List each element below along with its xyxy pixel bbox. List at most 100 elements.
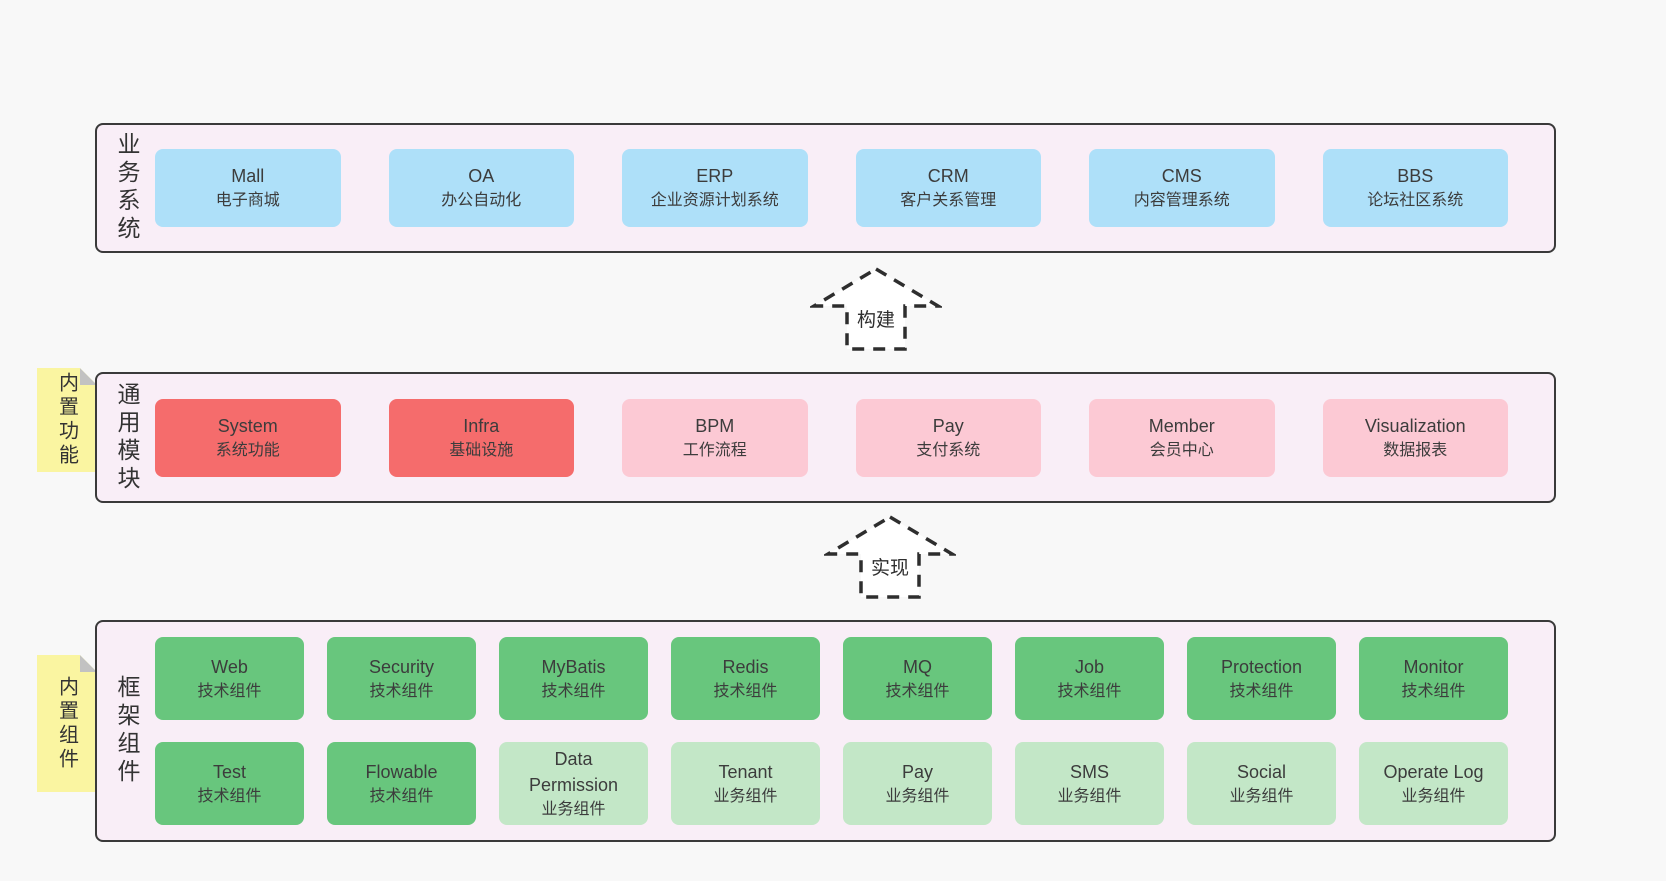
box-desc: 业务组件: [1057, 787, 1122, 805]
framework-boxes: Web 技术组件 Security 技术组件 MyBatis 技术组件 Redi…: [155, 637, 1508, 825]
box-desc: 技术组件: [197, 787, 262, 805]
box-bpm: BPM 工作流程: [622, 398, 808, 477]
box-desc: 基础设施: [449, 441, 514, 459]
box-cms: CMS 内容管理系统: [1089, 149, 1275, 227]
box-name: CRM: [927, 166, 969, 186]
box-name: CMS: [1161, 166, 1202, 186]
box-name: System: [217, 415, 278, 436]
box-name: Mall: [231, 166, 265, 186]
box-desc: 技术组件: [713, 682, 778, 700]
box-social: Social 业务组件: [1187, 742, 1336, 825]
layer-label-business-systems: 业务系统: [114, 132, 140, 244]
layer-business-systems: 业务系统 Mall 电子商城 OA 办公自动化 ERP 企业资源计划系统 CRM…: [95, 123, 1556, 253]
box-desc: 工作流程: [682, 441, 747, 459]
box-system: System 系统功能: [155, 398, 341, 477]
box-name: Pay: [932, 415, 964, 436]
box-web: Web 技术组件: [155, 637, 304, 720]
box-desc: 系统功能: [215, 441, 280, 459]
box-bbs: BBS 论坛社区系统: [1322, 149, 1508, 227]
box-name: MyBatis: [541, 656, 606, 677]
box-name: Tenant: [718, 761, 773, 782]
box-desc: 技术组件: [197, 682, 262, 700]
box-name: ERP: [696, 166, 734, 186]
box-sms: SMS 业务组件: [1015, 742, 1164, 825]
box-name: BPM: [695, 415, 735, 436]
box-desc: 技术组件: [1401, 682, 1466, 700]
box-desc: 技术组件: [369, 787, 434, 805]
box-desc: 支付系统: [916, 441, 981, 459]
box-erp: ERP 企业资源计划系统: [622, 149, 808, 227]
box-desc: 数据报表: [1383, 441, 1448, 459]
layer-label-common-modules: 通用模块: [114, 381, 140, 494]
box-desc: 办公自动化: [441, 192, 522, 209]
box-desc: 业务组件: [713, 787, 778, 805]
layer-label-framework-components: 框架组件: [114, 675, 140, 787]
box-name: Web: [211, 656, 248, 677]
business-boxes: Mall 电子商城 OA 办公自动化 ERP 企业资源计划系统 CRM 客户关系…: [155, 149, 1508, 227]
box-desc: 业务组件: [1229, 787, 1294, 805]
box-name: Security: [368, 656, 435, 677]
box-name: OA: [468, 166, 495, 186]
box-data-permission: Data Permission 业务组件: [499, 742, 648, 825]
box-desc: 技术组件: [1057, 682, 1122, 700]
box-name: Visualization: [1364, 415, 1466, 436]
box-operate-log: Operate Log 业务组件: [1359, 742, 1508, 825]
sticky-note-built-in-features: 内置功能: [37, 368, 97, 472]
box-job: Job 技术组件: [1015, 637, 1164, 720]
box-desc: 技术组件: [885, 682, 950, 700]
box-name: Pay: [901, 761, 934, 782]
box-flowable: Flowable 技术组件: [327, 742, 476, 825]
box-name: Social: [1236, 761, 1287, 782]
module-boxes: System 系统功能 Infra 基础设施 BPM 工作流程 Pay 支付系统…: [155, 398, 1508, 477]
box-desc: 客户关系管理: [900, 192, 997, 209]
box-name: Job: [1074, 656, 1105, 677]
box-name: Operate Log: [1383, 761, 1484, 782]
box-desc: 业务组件: [885, 787, 950, 805]
box-infra: Infra 基础设施: [388, 398, 574, 477]
box-monitor: Monitor 技术组件: [1359, 637, 1508, 720]
sticky-note-built-in-components: 内置组件: [37, 655, 97, 792]
box-desc: 内容管理系统: [1133, 192, 1230, 209]
box-name: MQ: [903, 656, 932, 677]
box-name: Data Permission: [528, 748, 619, 795]
box-desc: 技术组件: [1229, 682, 1294, 700]
box-protection: Protection 技术组件: [1187, 637, 1336, 720]
box-redis: Redis 技术组件: [671, 637, 820, 720]
arrow-label: 构建: [854, 310, 898, 332]
box-name: SMS: [1069, 761, 1109, 782]
box-name: Redis: [722, 656, 769, 677]
box-visualization: Visualization 数据报表: [1322, 398, 1508, 477]
box-desc: 业务组件: [1401, 787, 1466, 805]
box-desc: 业务组件: [541, 800, 606, 818]
box-test: Test 技术组件: [155, 742, 304, 825]
box-security: Security 技术组件: [327, 637, 476, 720]
box-desc: 论坛社区系统: [1367, 192, 1464, 209]
arrow-implement: 实现: [824, 514, 956, 600]
box-pay: Pay 支付系统: [855, 398, 1041, 477]
box-name: Monitor: [1403, 656, 1464, 677]
up-arrow-icon: [824, 514, 956, 599]
arrow-build: 构建: [810, 266, 942, 352]
up-arrow-icon: [810, 266, 942, 351]
arrow-label: 实现: [868, 558, 912, 580]
box-name: Flowable: [365, 761, 438, 782]
box-desc: 企业资源计划系统: [650, 192, 779, 209]
sticky-note-label: 内置组件: [55, 675, 78, 772]
box-name: Test: [212, 761, 246, 782]
box-name: Infra: [463, 415, 500, 436]
box-desc: 会员中心: [1149, 441, 1214, 459]
box-tenant: Tenant 业务组件: [671, 742, 820, 825]
box-desc: 技术组件: [541, 682, 606, 700]
box-mall: Mall 电子商城: [155, 149, 341, 227]
box-oa: OA 办公自动化: [388, 149, 574, 227]
box-crm: CRM 客户关系管理: [855, 149, 1041, 227]
box-desc: 技术组件: [369, 682, 434, 700]
box-desc: 电子商城: [215, 192, 280, 209]
box-name: BBS: [1397, 166, 1434, 186]
layer-framework-components: 框架组件 Web 技术组件 Security 技术组件 MyBatis 技术组件…: [95, 620, 1556, 842]
box-mybatis: MyBatis 技术组件: [499, 637, 648, 720]
layer-common-modules: 通用模块 System 系统功能 Infra 基础设施 BPM 工作流程 Pay…: [95, 372, 1556, 503]
box-name: Member: [1148, 415, 1215, 436]
box-mq: MQ 技术组件: [843, 637, 992, 720]
